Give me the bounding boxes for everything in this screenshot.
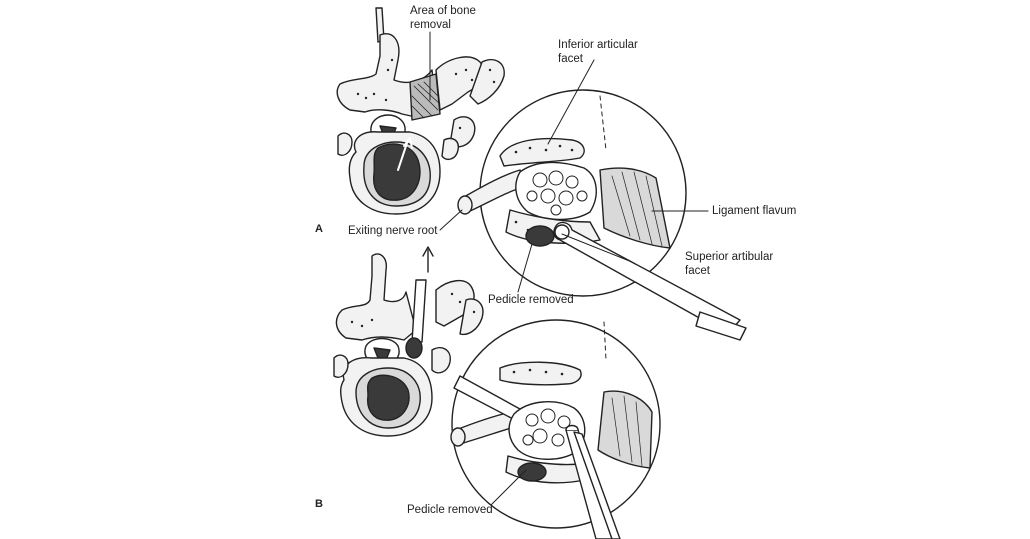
panel-b-letter: B bbox=[315, 498, 323, 510]
label-area-of-bone-removal-line1: Area of bone bbox=[410, 5, 476, 17]
label-superior-articular-facet-line2: facet bbox=[685, 265, 710, 277]
label-area-of-bone-removal-line2: removal bbox=[410, 19, 451, 31]
magnified-view-b bbox=[450, 319, 661, 539]
label-ligament-flavum: Ligament flavum bbox=[712, 205, 797, 217]
vertebra-b-drawing bbox=[333, 253, 484, 437]
transition-arrow bbox=[422, 246, 434, 273]
label-pedicle-removed-b: Pedicle removed bbox=[407, 504, 493, 516]
label-inferior-articular-facet-line2: facet bbox=[558, 53, 583, 65]
leader-lines bbox=[429, 31, 709, 505]
label-superior-articular-facet-line1: Superior artibular bbox=[685, 251, 774, 263]
label-inferior-articular-facet-line1: Inferior articular bbox=[558, 39, 638, 51]
panel-a-letter: A bbox=[315, 223, 323, 235]
label-exiting-nerve-root: Exiting nerve root bbox=[348, 225, 438, 237]
label-pedicle-removed-a: Pedicle removed bbox=[488, 294, 574, 306]
vertebra-a-drawing bbox=[336, 7, 505, 215]
